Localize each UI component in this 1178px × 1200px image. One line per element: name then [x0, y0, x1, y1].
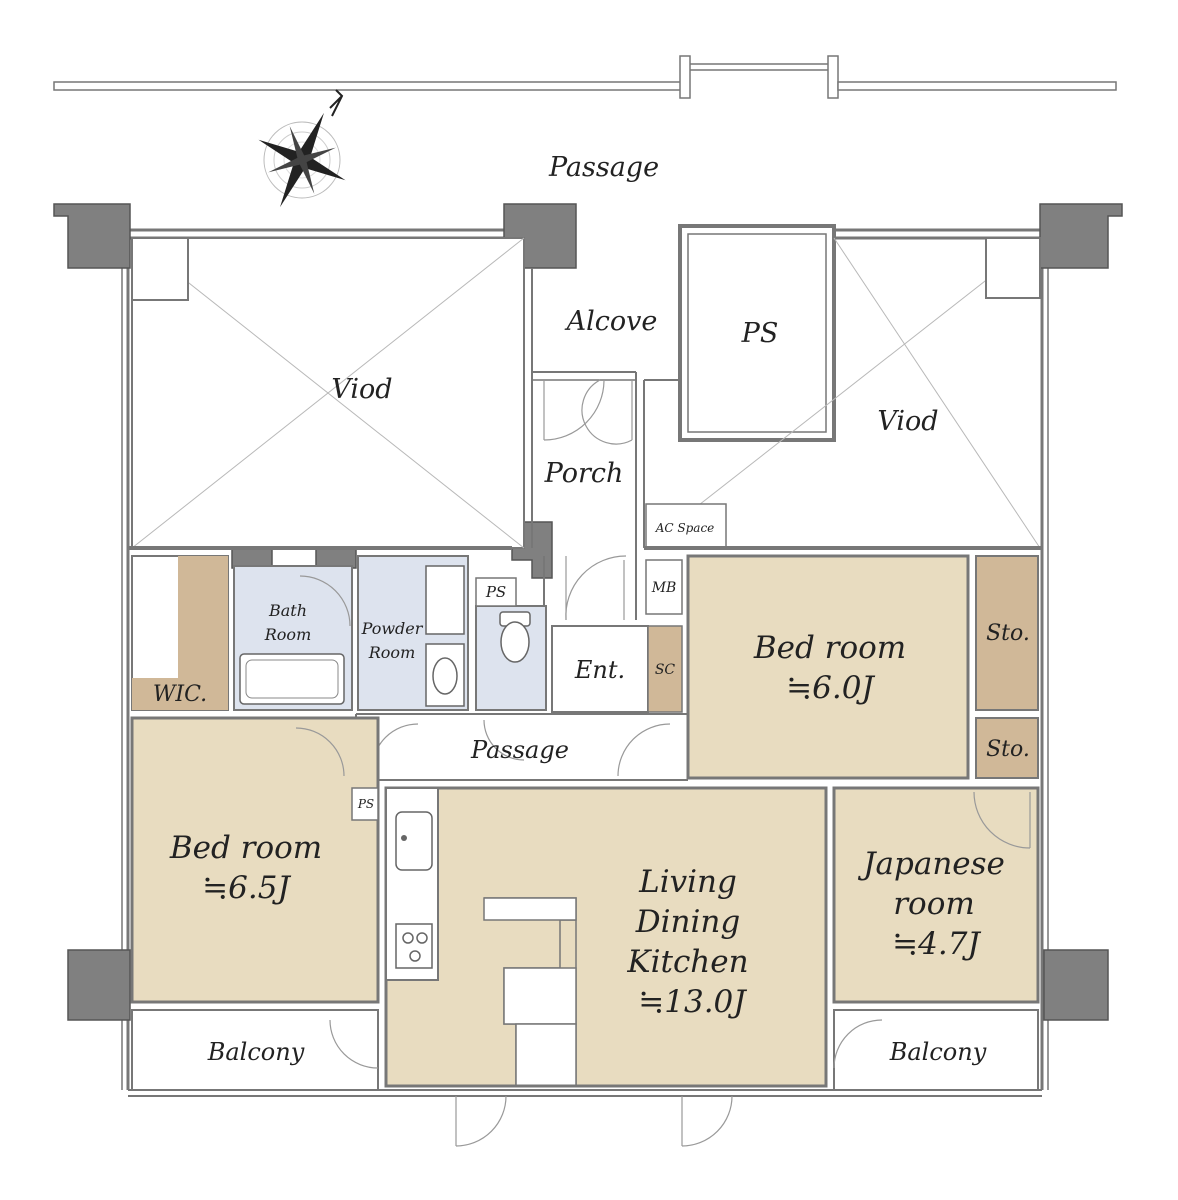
passage-top-label: Passage: [548, 152, 659, 183]
ent-label: Ent.: [574, 656, 625, 684]
wic-label: WIC.: [153, 682, 207, 707]
top-boundary-fence: [53, 55, 1117, 99]
japanese-room: [828, 786, 1040, 1004]
balcony-left-label: Balcony: [207, 1038, 305, 1066]
ac-space-label: AC Space: [655, 521, 715, 535]
compass-rose-icon: [258, 89, 346, 208]
bed1-name-label: Bed room: [753, 630, 906, 666]
alcove-porch: [531, 268, 637, 621]
sto1-label: Sto.: [986, 621, 1030, 646]
passage-inner-label: Passage: [470, 736, 569, 764]
ps-small-label: PS: [485, 583, 506, 601]
alcove-label: Alcove: [564, 306, 658, 337]
sto2-label: Sto.: [986, 737, 1030, 762]
porch-label: Porch: [544, 458, 624, 489]
bottom-doors: [455, 1095, 733, 1147]
powder-label-line2: Room: [368, 643, 415, 662]
entrance: [551, 625, 683, 713]
viod-right: [643, 237, 1041, 549]
bed2-size-label: ≒6.5J: [202, 870, 291, 906]
bed2-name-label: Bed room: [169, 830, 322, 866]
ldk-line2-label: Dining: [635, 904, 740, 940]
balcony-left: [131, 1009, 379, 1091]
bath-label-line2: Room: [264, 625, 311, 644]
powder-label-line1: Powder: [361, 619, 424, 638]
ldk-line3-label: Kitchen: [626, 944, 748, 980]
mb-label: MB: [651, 580, 677, 596]
living-dining-kitchen: [384, 786, 828, 1088]
bed-room-6j: [686, 554, 1039, 780]
pipe-shaft-large: [678, 224, 836, 442]
sink-icon: [395, 811, 433, 871]
japanese-line2-label: room: [893, 886, 975, 922]
viod-right-label: Viod: [877, 406, 938, 437]
bath-label-line1: Bath: [268, 601, 307, 620]
balcony-right: [833, 1009, 1039, 1091]
bath-room: [233, 565, 353, 711]
sc-label: SC: [655, 662, 676, 678]
toilet-room: [475, 577, 547, 711]
japanese-size-label: ≒4.7J: [892, 926, 981, 962]
toilet-icon: [499, 611, 531, 663]
ps-small2-label: PS: [357, 797, 374, 811]
structural-pillars: [53, 203, 1123, 1021]
bed-room-6-5j: [130, 716, 380, 1004]
japanese-line1-label: Japanese: [857, 846, 1005, 882]
ldk-size-label: ≒13.0J: [638, 984, 747, 1020]
powder-room: [357, 555, 469, 711]
stove-icon: [395, 923, 433, 969]
ldk-line1-label: Living: [638, 864, 737, 900]
meter-box: [645, 559, 683, 615]
ps-large-label: PS: [741, 318, 779, 349]
bed1-size-label: ≒6.0J: [786, 670, 875, 706]
viod-left: [131, 237, 525, 549]
wic-area: [131, 555, 229, 711]
viod-left-label: Viod: [331, 374, 392, 405]
balcony-right-label: Balcony: [889, 1038, 987, 1066]
